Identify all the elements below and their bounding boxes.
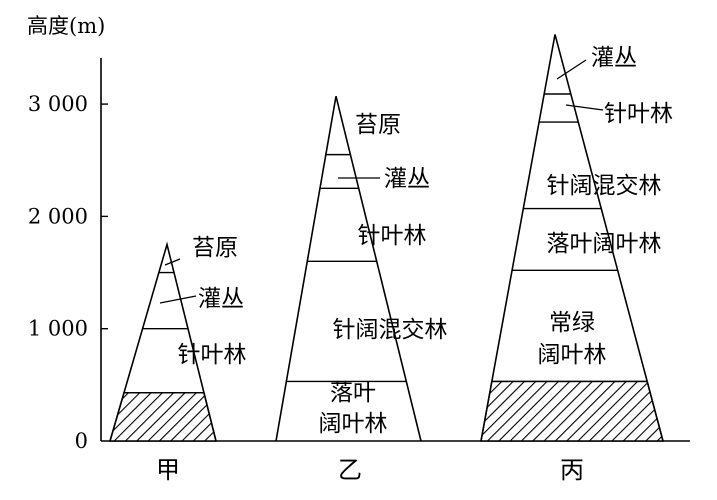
y-tick-label: 0 <box>75 429 88 453</box>
zone-label-line: 阔叶林 <box>538 342 607 368</box>
zone-label: 苔原 <box>192 235 238 261</box>
zone-label: 针阔混交林 <box>547 173 662 199</box>
callout-line <box>565 104 604 111</box>
zone-label: 针叶林 <box>178 342 247 368</box>
mountain-outline <box>109 241 217 442</box>
mountain-name-jia: 甲 <box>156 456 180 484</box>
zone-label: 落叶阔叶林 <box>547 231 662 257</box>
zone-label-line: 阔叶林 <box>319 411 388 437</box>
mountain-outline <box>480 34 664 442</box>
mountain-name-bing: 丙 <box>560 456 584 484</box>
mountain-yi: 落叶阔叶林 针阔混交林 针叶林 灌丛 苔原 <box>275 96 448 442</box>
zone-label-line: 落叶 <box>330 380 376 406</box>
callout-line <box>164 258 181 266</box>
y-tick-label: 2 000 <box>28 204 88 228</box>
zone-label: 针叶林 <box>358 223 427 249</box>
zone-label: 苔原 <box>355 112 401 138</box>
zone-label: 灌丛 <box>384 166 430 192</box>
y-tick-label: 3 000 <box>28 92 88 116</box>
mountain-jia: 针叶林 灌丛 苔原 <box>109 235 247 442</box>
zone-label: 灌丛 <box>591 45 637 71</box>
callout-line <box>556 59 587 80</box>
axis-title: 高度(m) <box>27 14 105 38</box>
hatched-base-zone <box>109 392 217 442</box>
hatched-base-zone <box>480 380 664 442</box>
mountain-outline <box>275 96 422 442</box>
zone-label: 灌丛 <box>198 286 244 312</box>
zone-label-line: 常绿 <box>549 310 595 336</box>
zone-label: 针阔混交林 <box>333 317 448 343</box>
callout-line <box>159 295 197 304</box>
zone-label: 针叶林 <box>604 101 673 127</box>
y-tick-label: 1 000 <box>28 317 88 341</box>
mountain-name-yi: 乙 <box>338 456 362 484</box>
y-axis-ticks: 0 1 000 2 000 3 000 <box>28 92 108 453</box>
